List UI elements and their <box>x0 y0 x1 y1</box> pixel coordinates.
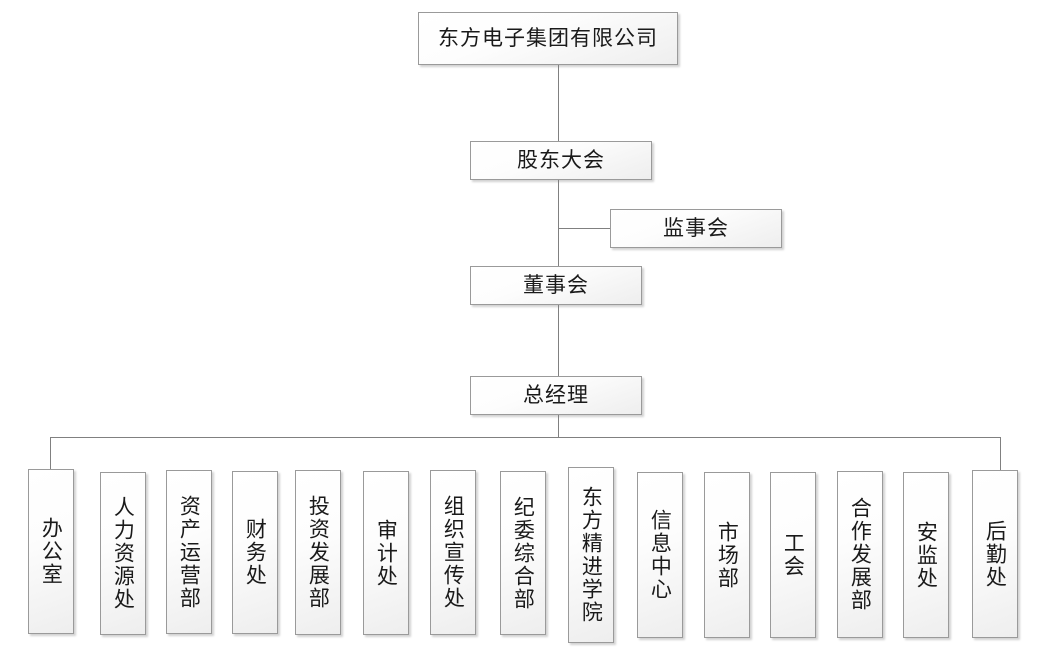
department-box-1[interactable]: 办公室 <box>28 469 74 634</box>
department-label-5: 投资发展部 <box>306 495 331 610</box>
department-label-6: 审计处 <box>374 518 399 588</box>
department-label-8: 纪委综合部 <box>511 495 536 611</box>
connector-department-busbar <box>50 437 1001 438</box>
node-company[interactable]: 东方电子集团有限公司 <box>418 12 678 65</box>
node-board-of-supervisors-label: 监事会 <box>663 215 729 240</box>
department-label-14: 安监处 <box>914 520 939 590</box>
department-label-11: 市场部 <box>715 520 740 590</box>
department-label-7: 组织宣传处 <box>441 495 466 610</box>
connector-company-to-shareholders <box>558 65 559 141</box>
node-shareholders-meeting[interactable]: 股东大会 <box>470 141 652 180</box>
department-box-3[interactable]: 资产运营部 <box>166 470 212 634</box>
department-box-12[interactable]: 工会 <box>770 472 816 638</box>
connector-manager-to-busbar <box>558 415 559 437</box>
department-label-2: 人力资源处 <box>111 496 136 611</box>
department-box-9[interactable]: 东方精进学院 <box>568 467 614 643</box>
department-box-8[interactable]: 纪委综合部 <box>500 471 546 635</box>
department-box-7[interactable]: 组织宣传处 <box>430 470 476 635</box>
department-box-4[interactable]: 财务处 <box>232 471 278 634</box>
connector-shareholders-to-directors <box>558 180 559 266</box>
department-label-10: 信息中心 <box>648 509 673 601</box>
node-board-of-supervisors[interactable]: 监事会 <box>610 209 782 248</box>
department-label-12: 工会 <box>781 532 806 578</box>
department-box-15[interactable]: 后勤处 <box>972 470 1018 638</box>
node-board-of-directors[interactable]: 董事会 <box>470 266 642 305</box>
department-box-5[interactable]: 投资发展部 <box>295 470 341 635</box>
department-box-11[interactable]: 市场部 <box>704 472 750 638</box>
connector-busbar-drop-right <box>1000 437 1001 470</box>
department-label-15: 后勤处 <box>983 519 1008 589</box>
department-label-4: 财务处 <box>243 518 268 587</box>
department-label-13: 合作发展部 <box>848 497 873 612</box>
department-box-10[interactable]: 信息中心 <box>637 472 683 638</box>
department-box-2[interactable]: 人力资源处 <box>100 472 146 635</box>
connector-directors-to-manager <box>558 305 559 376</box>
node-general-manager-label: 总经理 <box>523 382 589 407</box>
node-general-manager[interactable]: 总经理 <box>470 376 642 415</box>
node-board-of-directors-label: 董事会 <box>523 272 589 297</box>
department-box-13[interactable]: 合作发展部 <box>837 471 883 638</box>
department-label-3: 资产运营部 <box>177 494 202 610</box>
node-company-label: 东方电子集团有限公司 <box>438 25 658 50</box>
connector-busbar-drop-left <box>50 437 51 470</box>
department-box-14[interactable]: 安监处 <box>903 472 949 638</box>
department-box-6[interactable]: 审计处 <box>363 471 409 635</box>
connector-shareholders-to-supervisors <box>558 228 610 229</box>
department-label-9: 东方精进学院 <box>579 486 604 624</box>
department-label-1: 办公室 <box>39 517 64 586</box>
node-shareholders-meeting-label: 股东大会 <box>517 147 605 172</box>
